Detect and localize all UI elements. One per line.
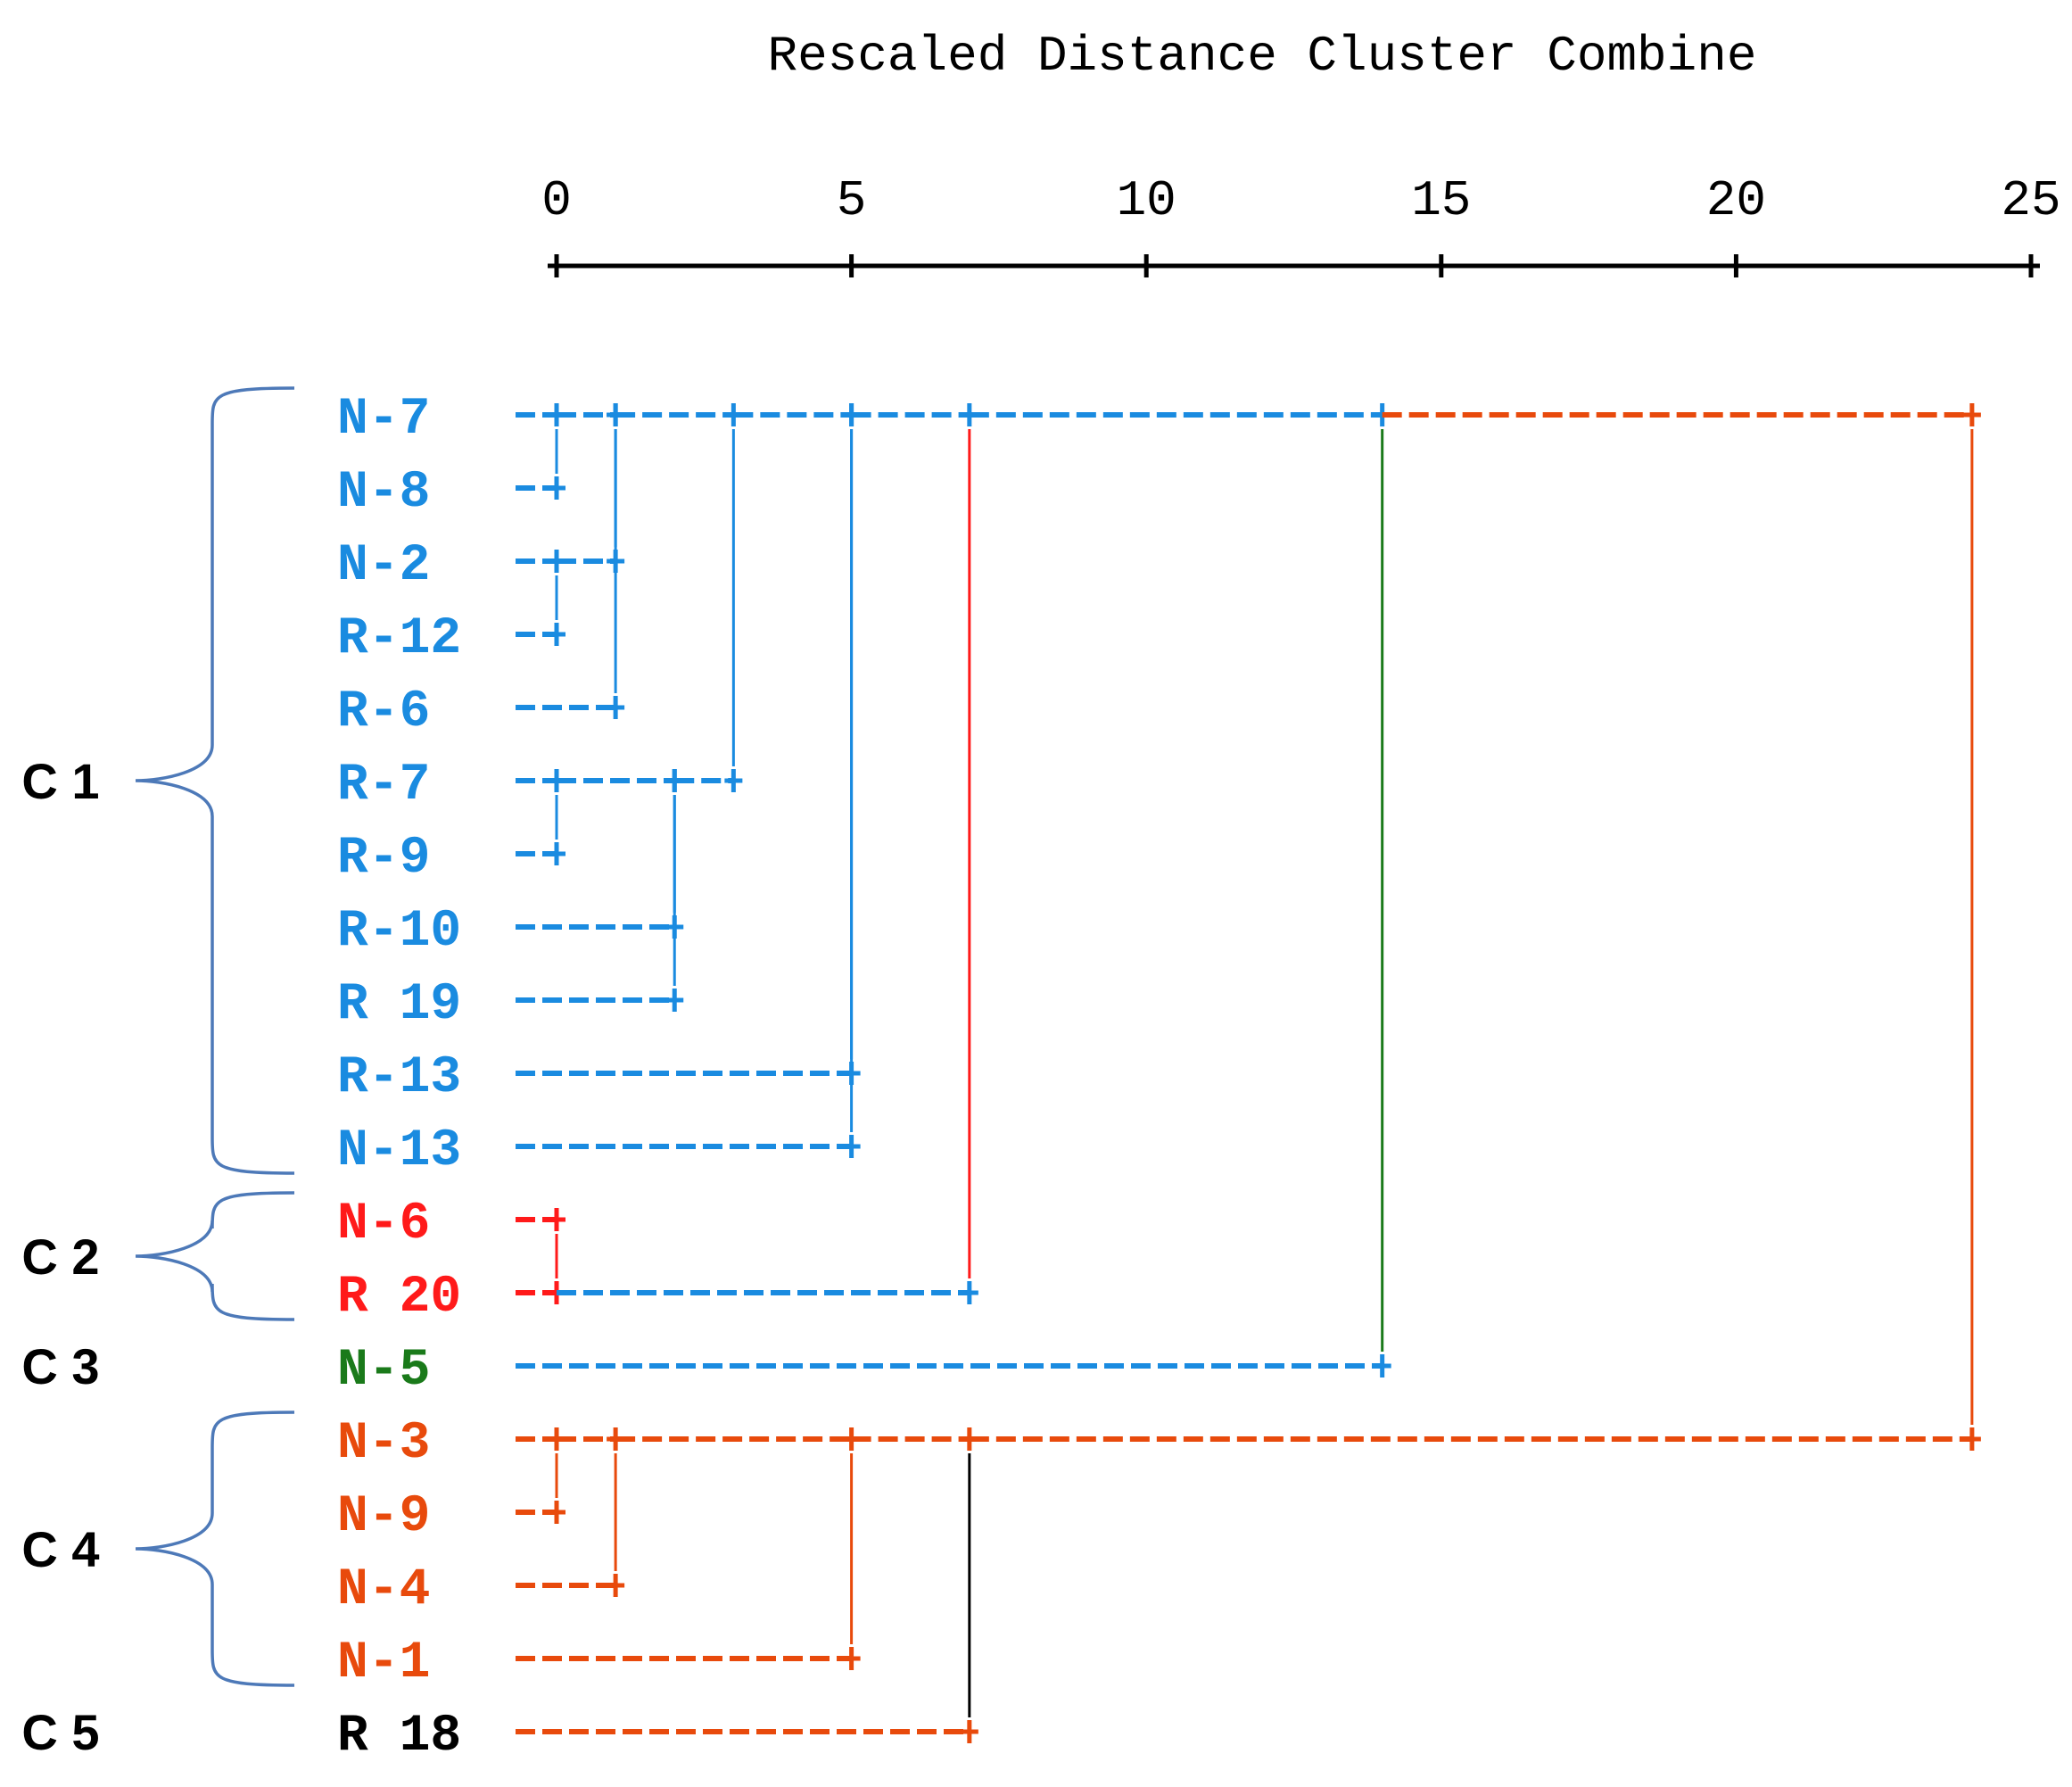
axis-tick-label: 25 — [2001, 172, 2060, 229]
leaf-label: N-1 — [337, 1634, 430, 1692]
cluster-label: C 4 — [21, 1521, 99, 1577]
merge-link — [516, 403, 861, 1085]
merge-link — [516, 1208, 565, 1304]
cluster-label: C 2 — [21, 1229, 99, 1285]
merge-link — [516, 1427, 565, 1524]
leaf-label: N-5 — [337, 1342, 430, 1400]
link-plus — [960, 1281, 978, 1304]
cluster-brace — [135, 386, 295, 1175]
cluster-brace — [135, 1411, 295, 1687]
leaf-label: R 20 — [337, 1269, 461, 1327]
link-plus — [724, 769, 743, 792]
link-plus — [842, 1135, 861, 1158]
leaf-label: R-7 — [337, 757, 430, 815]
leaf-label: N-9 — [337, 1488, 430, 1546]
dendrogram-links — [516, 403, 1981, 1743]
merge-link — [516, 403, 861, 1158]
cluster-label: C 5 — [21, 1704, 99, 1760]
link-plus — [548, 623, 565, 646]
link-plus — [548, 1208, 565, 1231]
distance-axis: 0 5 10 15 20 25 — [541, 172, 2061, 277]
merge-link — [516, 550, 565, 646]
link-plus — [548, 842, 565, 865]
merge-link — [615, 403, 743, 792]
axis-tick — [842, 254, 861, 277]
axis-tick — [1727, 254, 1746, 277]
link-plus — [842, 1647, 861, 1670]
leaf-label: R-9 — [337, 830, 430, 888]
leaf-label: R-12 — [337, 610, 461, 668]
axis-tick — [1137, 254, 1156, 277]
leaf-labels: N-7N-8N-2R-12R-6R-7R-9R-10 R 19 R-13N-13N-… — [337, 391, 461, 1766]
link-plus — [548, 476, 565, 500]
link-plus — [607, 1574, 625, 1597]
leaf-label: N-7 — [337, 391, 430, 449]
merge-link — [516, 403, 565, 500]
axis-tick — [2022, 254, 2040, 277]
merge-link — [516, 769, 565, 865]
leaf-label: N-8 — [337, 464, 430, 522]
leaf-label: R-13 — [337, 1049, 461, 1107]
axis-tick — [1432, 254, 1450, 277]
cluster-group: C 2 — [21, 1191, 295, 1321]
link-plus — [665, 989, 684, 1012]
cluster-braces: C 1 C 2 C 3 C 4 C 5 — [21, 386, 295, 1760]
cluster-group: C 4 — [21, 1411, 295, 1687]
link-plus — [1962, 403, 1981, 426]
merge-link — [516, 1427, 861, 1670]
leaf-label: N-3 — [337, 1415, 430, 1473]
cluster-brace — [135, 1191, 295, 1321]
axis-tick-label: 0 — [541, 172, 572, 229]
link-plus — [960, 1720, 978, 1743]
axis-tick-label: 5 — [837, 172, 867, 229]
link-plus — [548, 1501, 565, 1524]
link-plus — [607, 696, 625, 719]
leaf-label: N-13 — [337, 1122, 461, 1180]
cluster-group: C 5 — [21, 1704, 99, 1760]
link-plus — [1373, 1354, 1391, 1377]
merge-link — [516, 769, 684, 1012]
axis-tick-label: 20 — [1706, 172, 1766, 229]
merge-link — [516, 403, 1391, 1377]
axis-title: Rescaled Distance Cluster Combine — [768, 28, 1757, 85]
cluster-group: C 3 — [21, 1338, 99, 1394]
cluster-label: C 3 — [21, 1338, 99, 1394]
cluster-label: C 1 — [21, 753, 99, 809]
leaf-label: R-6 — [337, 683, 430, 741]
leaf-label: N-2 — [337, 537, 430, 595]
leaf-label: R 18 — [337, 1708, 461, 1766]
leaf-label: N-4 — [337, 1561, 430, 1619]
leaf-label: R 19 — [337, 976, 461, 1034]
merge-link — [557, 403, 978, 1304]
leaf-label: N-6 — [337, 1195, 430, 1253]
cluster-group: C 1 — [21, 386, 295, 1175]
axis-tick — [548, 254, 565, 277]
merge-link — [969, 403, 1981, 1451]
merge-link — [516, 403, 625, 719]
axis-tick-label: 10 — [1117, 172, 1176, 229]
merge-link — [516, 769, 684, 939]
link-plus — [1962, 1427, 1981, 1451]
leaf-label: R-10 — [337, 903, 461, 961]
axis-tick-label: 15 — [1411, 172, 1471, 229]
